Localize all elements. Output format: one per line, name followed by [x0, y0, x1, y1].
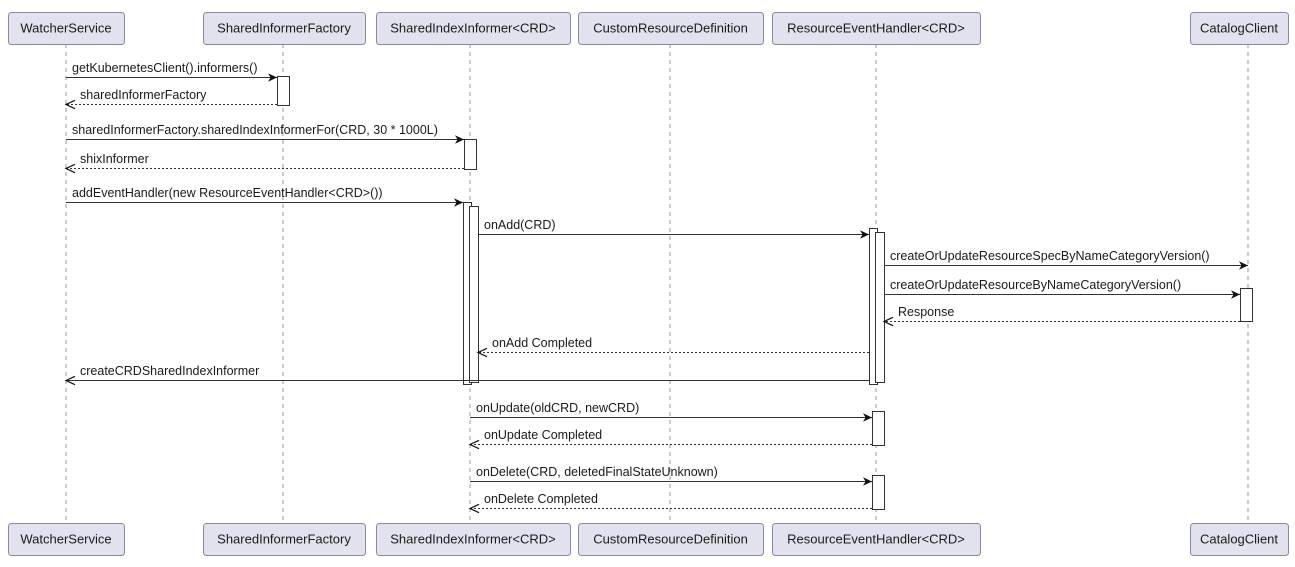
message-m10[interactable]: onAdd Completed: [476, 336, 869, 358]
message-m12[interactable]: onUpdate(oldCRD, newCRD): [470, 401, 872, 422]
message-m1[interactable]: getKubernetesClient().informers(): [66, 61, 277, 82]
activation-rect: [469, 206, 479, 383]
activation-rect: [872, 411, 885, 446]
activation-rect: [872, 475, 885, 510]
message-m4[interactable]: shixInformer: [64, 152, 464, 174]
arrowhead-filled: [455, 135, 464, 144]
activation-rect: [1240, 288, 1253, 322]
message-label: shixInformer: [80, 152, 149, 166]
message-label: sharedInformerFactory: [80, 88, 207, 102]
participant-box: [578, 523, 764, 556]
message-m9[interactable]: Response: [882, 305, 1240, 327]
message-label: createOrUpdateResourceSpecByNameCategory…: [890, 249, 1210, 263]
participant-box: [376, 523, 571, 556]
participant-label: CatalogClient: [1200, 20, 1278, 35]
arrowhead-open: [64, 99, 76, 110]
activation-rect: [875, 232, 885, 383]
message-label: onDelete(CRD, deletedFinalStateUnknown): [476, 465, 718, 479]
message-label: createCRDSharedIndexInformer: [80, 364, 259, 378]
arrowhead-open: [468, 503, 480, 514]
participant-label: CatalogClient: [1200, 531, 1278, 546]
participant-label: ResourceEventHandler<CRD>: [787, 531, 965, 546]
participant-footer-factory[interactable]: SharedInformerFactory: [203, 523, 366, 556]
message-m5[interactable]: addEventHandler(new ResourceEventHandler…: [66, 186, 463, 207]
message-label: createOrUpdateResourceByNameCategoryVers…: [890, 278, 1181, 292]
participant-label: CustomResourceDefinition: [593, 531, 748, 546]
activation-bar-handler: [875, 232, 885, 383]
participant-box: [203, 523, 366, 556]
arrowhead-filled: [268, 73, 277, 82]
activation-bar-handler: [872, 411, 885, 446]
arrowhead-open: [64, 375, 76, 386]
arrowhead-open: [468, 439, 480, 450]
activation-rect: [464, 139, 477, 170]
participant-box: [203, 12, 366, 45]
message-m7[interactable]: createOrUpdateResourceSpecByNameCategory…: [884, 249, 1248, 270]
message-label: addEventHandler(new ResourceEventHandler…: [72, 186, 383, 200]
message-label: sharedInformerFactory.sharedIndexInforme…: [72, 123, 438, 137]
participant-label: SharedInformerFactory: [217, 20, 351, 35]
participant-label: ResourceEventHandler<CRD>: [787, 20, 965, 35]
message-m6[interactable]: onAdd(CRD): [478, 218, 869, 239]
participant-box: [1190, 12, 1289, 45]
participant-footer-crd[interactable]: CustomResourceDefinition: [578, 523, 764, 556]
message-m11[interactable]: createCRDSharedIndexInformer: [64, 364, 869, 386]
message-label: Response: [898, 305, 954, 319]
participant-box: [8, 523, 125, 556]
arrowhead-filled: [1231, 290, 1240, 299]
message-m3[interactable]: sharedInformerFactory.sharedIndexInforme…: [66, 123, 464, 144]
participant-footer-watcher[interactable]: WatcherService: [8, 523, 125, 556]
participant-label: SharedInformerFactory: [217, 531, 351, 546]
participant-header-watcher[interactable]: WatcherService: [8, 12, 125, 45]
message-label: onUpdate(oldCRD, newCRD): [476, 401, 639, 415]
message-label: onUpdate Completed: [484, 428, 602, 442]
arrowhead-open: [64, 163, 76, 174]
participant-header-factory[interactable]: SharedInformerFactory: [203, 12, 366, 45]
participant-label: SharedIndexInformer<CRD>: [390, 20, 555, 35]
arrowhead-open: [476, 347, 488, 358]
participant-header-catalog[interactable]: CatalogClient: [1190, 12, 1289, 45]
participant-box: [1190, 523, 1289, 556]
participant-header-informer[interactable]: SharedIndexInformer<CRD>: [376, 12, 571, 45]
participant-header-crd[interactable]: CustomResourceDefinition: [578, 12, 764, 45]
arrowhead-filled: [863, 413, 872, 422]
arrowhead-open: [882, 316, 894, 327]
participant-label: WatcherService: [20, 20, 111, 35]
activation-bar-catalog: [1240, 288, 1253, 322]
activation-rect: [277, 76, 290, 106]
participant-box: [578, 12, 764, 45]
activation-bar-informer: [469, 206, 479, 383]
participant-box: [772, 12, 981, 45]
participant-box: [8, 12, 125, 45]
message-m2[interactable]: sharedInformerFactory: [64, 88, 277, 110]
participant-footer-informer[interactable]: SharedIndexInformer<CRD>: [376, 523, 571, 556]
message-label: onAdd Completed: [492, 336, 592, 350]
arrowhead-filled: [1239, 261, 1248, 270]
activation-bar-factory: [277, 76, 290, 106]
activation-bar-informer: [464, 139, 477, 170]
activation-bar-handler: [872, 475, 885, 510]
message-label: getKubernetesClient().informers(): [72, 61, 258, 75]
message-label: onDelete Completed: [484, 492, 598, 506]
participant-header-handler[interactable]: ResourceEventHandler<CRD>: [772, 12, 981, 45]
participant-box: [772, 523, 981, 556]
participant-box: [376, 12, 571, 45]
participant-label: CustomResourceDefinition: [593, 20, 748, 35]
participant-footer-handler[interactable]: ResourceEventHandler<CRD>: [772, 523, 981, 556]
participant-label: WatcherService: [20, 531, 111, 546]
arrowhead-filled: [860, 230, 869, 239]
message-m15[interactable]: onDelete Completed: [468, 492, 872, 514]
message-m8[interactable]: createOrUpdateResourceByNameCategoryVers…: [884, 278, 1240, 299]
arrowhead-filled: [454, 198, 463, 207]
participant-label: SharedIndexInformer<CRD>: [390, 531, 555, 546]
participant-footer-catalog[interactable]: CatalogClient: [1190, 523, 1289, 556]
message-label: onAdd(CRD): [484, 218, 556, 232]
message-m13[interactable]: onUpdate Completed: [468, 428, 872, 450]
arrowhead-filled: [863, 477, 872, 486]
message-m14[interactable]: onDelete(CRD, deletedFinalStateUnknown): [470, 465, 872, 486]
